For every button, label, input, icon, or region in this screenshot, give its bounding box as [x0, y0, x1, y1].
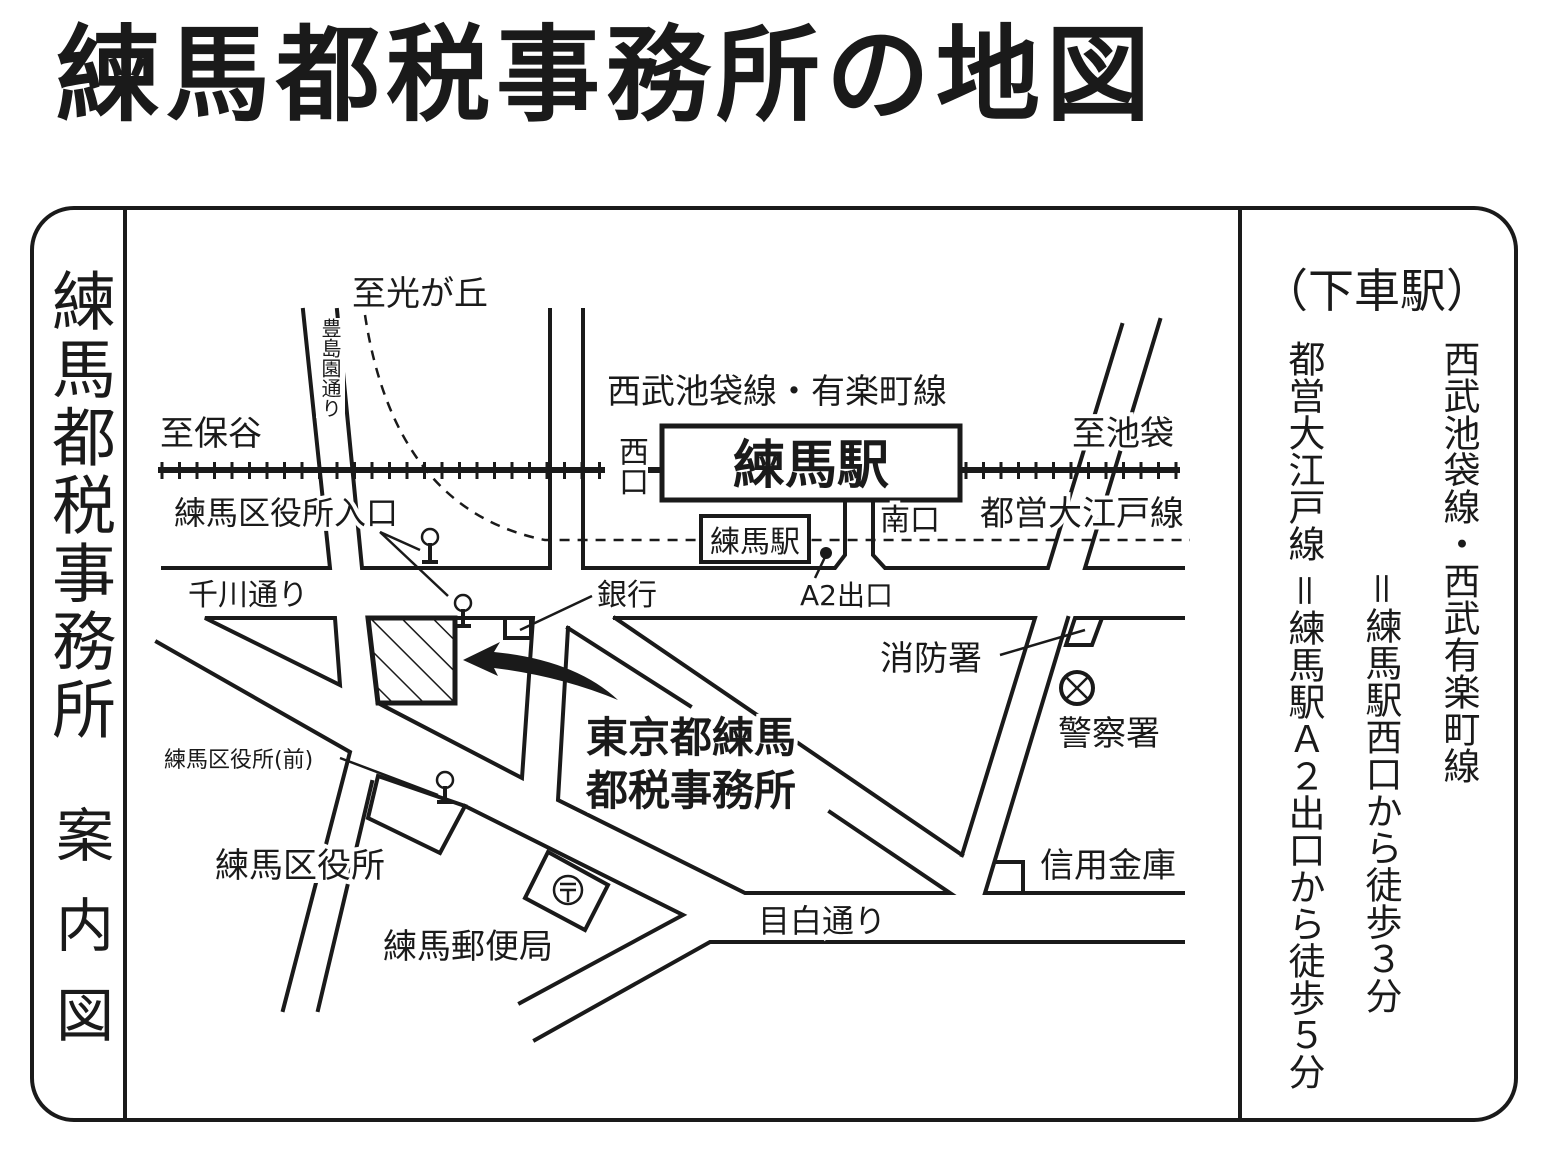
- map-frame: [30, 206, 1518, 1122]
- label-toshimaen-dori: 豊島園通り: [316, 318, 345, 418]
- label-station-main[interactable]: 練馬駅: [733, 436, 889, 496]
- bus-stop-icon: [420, 527, 440, 564]
- label-mejiro-dori: 目白通り: [758, 902, 886, 940]
- label-police-station: 警察署: [1058, 714, 1160, 754]
- station-box[interactable]: [659, 423, 963, 503]
- access-route-detail-seibu: ＝練馬駅西口から徒歩３分: [1359, 570, 1402, 1014]
- credit-union-building: [993, 860, 1025, 895]
- side-panel-heading: 練馬都税事務所: [41, 268, 115, 744]
- bank-building: [503, 616, 533, 640]
- bus-stop-icon: [435, 770, 455, 804]
- label-post-office: 練馬郵便局: [383, 927, 553, 967]
- label-south-exit: 南口: [880, 503, 940, 538]
- label-to-hoya: 至保谷: [160, 414, 262, 454]
- oedo-station-box[interactable]: [699, 514, 811, 564]
- police-station-icon: [1059, 670, 1095, 706]
- label-a2-exit: A2出口: [800, 579, 893, 612]
- label-bank: 銀行: [597, 578, 657, 613]
- bus-stop-icon: [453, 593, 473, 628]
- label-destination-line1[interactable]: 東京都練馬: [582, 709, 800, 766]
- seibu-railway: [158, 462, 1180, 479]
- side-panel-subheading: 案内図: [46, 805, 114, 1075]
- a2-exit-dot: [820, 547, 832, 559]
- label-to-hikarigaoka: 至光が丘: [352, 274, 488, 314]
- label-credit-union: 信用金庫: [1040, 846, 1176, 886]
- label-rail-line: 西武池袋線・有楽町線: [607, 372, 947, 412]
- label-ward-office: 練馬区役所: [215, 846, 385, 886]
- label-fire-station: 消防署: [880, 639, 982, 679]
- label-ward-office-front-stop: 練馬区役所(前): [164, 748, 313, 773]
- page-title: 練馬都税事務所の地図: [56, 14, 1157, 136]
- destination-building[interactable]: [365, 615, 458, 706]
- ward-office-building: [365, 773, 468, 856]
- label-ward-office-entrance-stop: 練馬区役所入口: [174, 494, 398, 532]
- access-route-line-oedo: 都営大江戸線: [1282, 340, 1325, 562]
- post-office-building: [522, 849, 611, 933]
- access-route-detail-oedo: ＝練馬駅Ａ２出口から徒歩５分: [1282, 572, 1325, 1090]
- label-station-oedo: 練馬駅: [710, 525, 800, 560]
- destination-arrow: [463, 642, 618, 700]
- label-to-ikebukuro: 至池袋: [1072, 414, 1174, 454]
- label-senkawa-dori: 千川通り: [188, 578, 308, 613]
- access-route-line-seibu: 西武池袋線・西武有楽町線: [1437, 340, 1480, 784]
- access-heading: （下車駅）: [1262, 264, 1492, 318]
- label-oedo-line: 都営大江戸線: [980, 494, 1184, 534]
- callout-lines: [339, 530, 1086, 797]
- post-office-icon: [552, 874, 584, 906]
- roads: [154, 307, 1185, 1043]
- label-west-exit: 西口: [613, 436, 648, 496]
- label-destination-line2[interactable]: 都税事務所: [581, 762, 800, 819]
